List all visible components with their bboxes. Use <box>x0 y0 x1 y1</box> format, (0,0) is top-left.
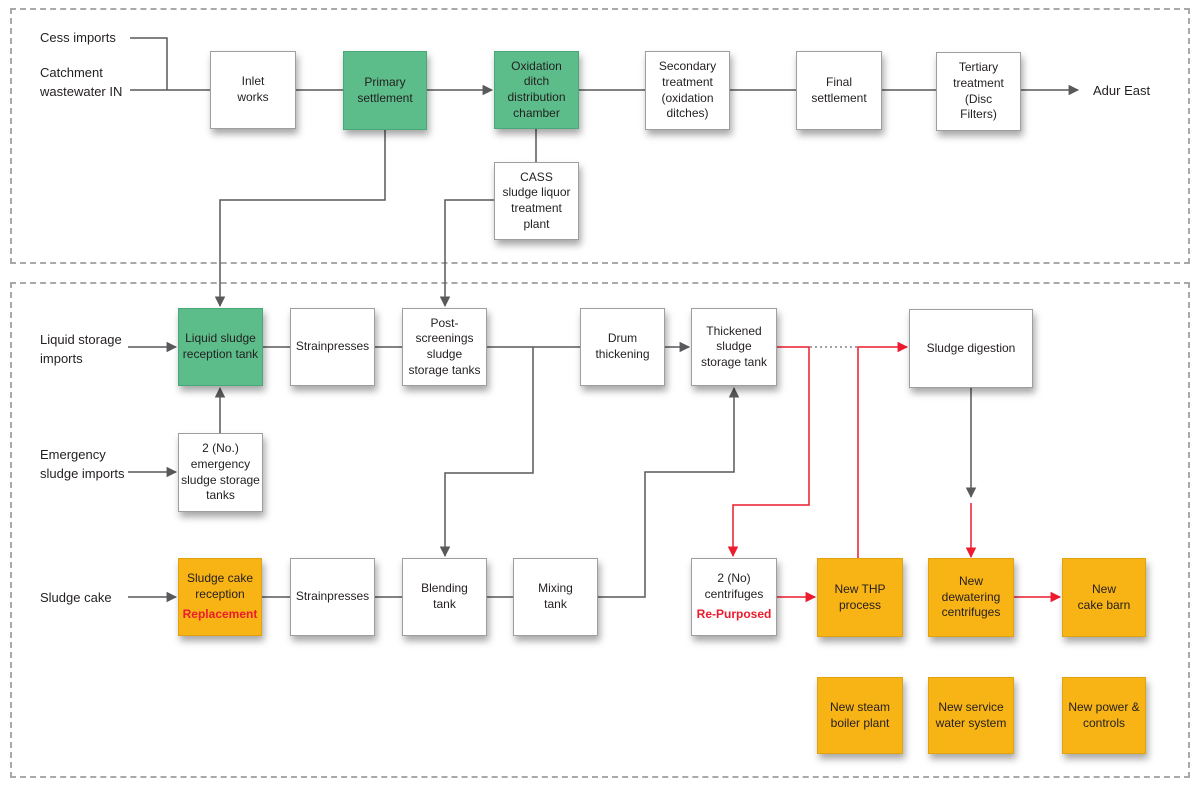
connector-cess-imports <box>130 37 168 90</box>
node-label: 2 (No.) emergency sludge storage tanks <box>181 441 260 503</box>
node-strainpresses-bottom: Strainpresses <box>290 558 375 636</box>
node-tertiary-treatment: Tertiary treatment (Disc Filters) <box>936 52 1021 131</box>
node-label: New service water system <box>935 699 1007 730</box>
node-centrifuges: 2 (No) centrifuges Re-Purposed <box>691 558 777 636</box>
node-final-settlement: Final settlement <box>796 51 882 130</box>
node-new-thp-process: New THP process <box>817 558 903 637</box>
node-label: 2 (No) centrifuges <box>704 571 764 601</box>
connector-branch-to-blending-tank <box>439 347 534 558</box>
node-secondary-treatment: Secondary treatment (oxidation ditches) <box>645 51 730 130</box>
node-label: CASS sludge liquor treatment plant <box>502 169 571 231</box>
node-label: Blending tank <box>421 581 468 611</box>
node-new-service-water-system: New service water system <box>928 677 1014 754</box>
wastewater-treatment-zone <box>10 8 1190 264</box>
node-label: Strainpresses <box>295 339 370 354</box>
node-label: Final settlement <box>811 74 867 105</box>
node-new-cake-barn: New cake barn <box>1062 558 1146 637</box>
connector-thp-to-digestion <box>857 341 909 559</box>
node-label: New power & controls <box>1068 699 1140 730</box>
node-post-screenings-tanks: Post- screenings sludge storage tanks <box>402 308 487 386</box>
node-primary-settlement: Primary settlement <box>343 51 427 130</box>
node-label: New steam boiler plant <box>829 699 891 730</box>
node-mixing-tank: Mixing tank <box>513 558 598 636</box>
node-label: New dewatering centrifuges <box>941 574 1001 620</box>
node-thickened-sludge-storage-tank: Thickened sludge storage tank <box>691 308 777 386</box>
gray-connectors <box>128 37 1080 603</box>
connector-thickened-to-centrifuges <box>727 346 810 558</box>
node-label: Tertiary treatment (Disc Filters) <box>953 60 1004 122</box>
node-label: Thickened sludge storage tank <box>700 323 768 369</box>
node-emergency-sludge-storage-tanks: 2 (No.) emergency sludge storage tanks <box>178 433 263 512</box>
label-catchment-wastewater-in: Catchment wastewater IN <box>40 65 123 99</box>
red-connectors <box>727 341 1062 603</box>
label-cess-imports: Cess imports <box>40 30 116 45</box>
node-sludge-cake-reception: Sludge cake reception Replacement <box>178 558 262 636</box>
node-label: Inlet works <box>237 74 269 104</box>
node-strainpresses-top: Strainpresses <box>290 308 375 386</box>
label-adur-east: Adur East <box>1093 83 1151 98</box>
connector-cass-to-post-screenings <box>439 199 494 308</box>
label-sludge-cake: Sludge cake <box>40 590 112 605</box>
node-sludge-digestion: Sludge digestion <box>909 309 1033 388</box>
node-cass-plant: CASS sludge liquor treatment plant <box>494 162 579 240</box>
node-liquid-sludge-reception-tank: Liquid sludge reception tank <box>178 308 263 386</box>
node-label: Strainpresses <box>295 589 370 604</box>
node-label: Secondary treatment (oxidation ditches) <box>658 59 717 121</box>
node-inlet-works: Inlet works <box>210 51 296 129</box>
node-new-dewatering-centrifuges: New dewatering centrifuges <box>928 558 1014 637</box>
node-label: Mixing tank <box>538 581 573 611</box>
node-label: Primary settlement <box>357 74 413 105</box>
node-label: Liquid sludge reception tank <box>182 331 259 361</box>
node-label: New cake barn <box>1077 581 1131 612</box>
node-blending-tank: Blending tank <box>402 558 487 636</box>
node-label: New THP process <box>834 581 886 612</box>
node-oxidation-ditch-chamber: Oxidation ditch distribution chamber <box>494 51 579 129</box>
node-new-steam-boiler-plant: New steam boiler plant <box>817 677 903 754</box>
node-label: Oxidation ditch distribution chamber <box>507 58 566 120</box>
connector-mixing-to-thickened-tank <box>598 386 740 598</box>
node-label: Sludge cake reception <box>186 571 254 601</box>
label-emergency-sludge-imports: Emergency sludge imports <box>40 447 125 481</box>
node-label: Sludge digestion <box>926 340 1016 355</box>
node-label: Post- screenings sludge storage tanks <box>408 315 481 377</box>
node-drum-thickening: Drum thickening <box>580 308 665 386</box>
node-label: Drum thickening <box>595 331 650 361</box>
node-new-power-controls: New power & controls <box>1062 677 1146 754</box>
node-sublabel-repurposed: Re-Purposed <box>696 607 772 622</box>
label-liquid-storage-imports: Liquid storage imports <box>40 332 122 366</box>
sludge-treatment-zone <box>10 282 1190 778</box>
connector-primary-to-liquid-sludge-tank <box>214 129 386 308</box>
node-sublabel-replacement: Replacement <box>182 607 258 622</box>
